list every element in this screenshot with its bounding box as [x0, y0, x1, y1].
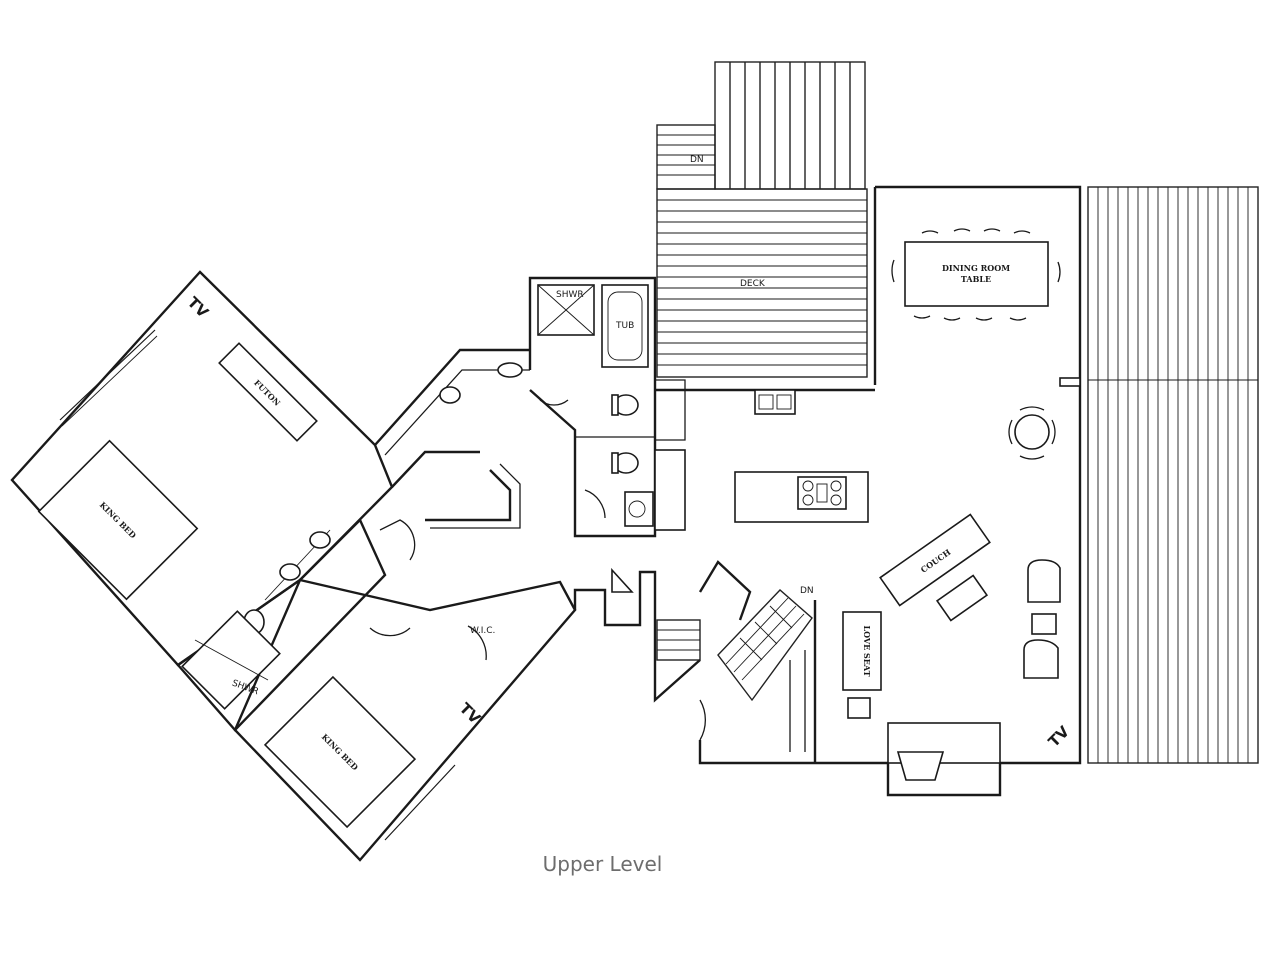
- end-table: [847, 697, 871, 719]
- stairway: DN: [656, 560, 817, 763]
- top-bedroom: FUTON KING BED TV: [10, 270, 394, 667]
- sink-top-vanity: [497, 362, 523, 378]
- armchair-1: [1027, 559, 1061, 603]
- hall-door-swing: [379, 519, 416, 561]
- chimney-flue: [611, 567, 634, 593]
- bedroom-window-bottom: [384, 764, 456, 841]
- armchair-2: [1023, 639, 1059, 679]
- stair-wall-top: [698, 560, 752, 621]
- hallway-walls: [425, 469, 512, 522]
- corridor-wall-lower: [391, 450, 480, 488]
- central-baths: SHWR TUB: [528, 276, 657, 538]
- sink-corner: [439, 386, 461, 404]
- corridor-wall-upper-inner: [384, 369, 530, 456]
- couch: COUCH: [879, 513, 991, 607]
- bottom-bedroom: KING BED TV W.I.C.: [233, 578, 577, 862]
- tv-bottom-bedroom: TV: [456, 699, 484, 727]
- tv-living: TV: [1045, 722, 1073, 750]
- king-bed-bottom: KING BED: [263, 675, 417, 829]
- deck-main-boards: [657, 199, 867, 366]
- sink-bath-1: [279, 563, 301, 581]
- bedroom-window: [59, 329, 156, 421]
- king-bed-top: KING BED: [37, 439, 199, 601]
- deck-right-boards: [1088, 187, 1258, 763]
- stair-core-wall: [573, 570, 701, 703]
- kitchen-sink: [754, 389, 796, 415]
- master-bath-walls: [176, 517, 387, 732]
- love-seat-label: LOVE SEAT: [862, 625, 872, 676]
- stair-treads: [717, 589, 813, 702]
- closet-door-swing: [467, 625, 487, 661]
- fireplace: [896, 751, 945, 781]
- corridor-wall-upper: [374, 348, 530, 446]
- bath-door-swing: [539, 399, 569, 406]
- love-seat: [842, 611, 882, 691]
- shower-top-label: SHWR: [556, 290, 584, 300]
- tub: [601, 284, 649, 368]
- top-bedroom-walls: [10, 270, 394, 667]
- floor-caption: Upper Level: [542, 852, 663, 876]
- deck-label: DECK: [740, 279, 766, 289]
- door-east: [1059, 377, 1081, 387]
- deck-stair-boards: [729, 62, 851, 189]
- sink-bath-2: [309, 531, 331, 549]
- dining-table-label-1: DINING ROOM: [942, 263, 1010, 273]
- round-table-chairs: [1008, 406, 1056, 460]
- dining-chairs: [891, 228, 1061, 321]
- stair-door-swing: [699, 699, 707, 741]
- kitchen-counter: [654, 449, 686, 531]
- dining-room-table: [904, 241, 1049, 307]
- deck: DN DECK: [656, 61, 1259, 764]
- futon: FUTON: [218, 342, 318, 442]
- deck-main: [656, 188, 868, 378]
- cooktop: [797, 476, 847, 510]
- master-bath: SHWR: [176, 517, 387, 732]
- dining-table-label-2: TABLE: [961, 274, 991, 284]
- deck-dn-label: DN: [690, 155, 704, 165]
- side-table: [1031, 613, 1057, 635]
- walk-in-closet-label: W.I.C.: [470, 626, 495, 636]
- coffee-table: [935, 574, 989, 622]
- tv-top-bedroom: TV: [184, 293, 212, 321]
- round-table: [1014, 414, 1050, 450]
- half-bath-door-swing: [584, 489, 606, 519]
- deck-right: [1087, 186, 1259, 764]
- great-room: DINING ROOM TABLE COUCH LOVE SEAT: [654, 185, 1082, 797]
- stairs-dn-label: DN: [800, 586, 814, 596]
- bedroom-door-swing: [369, 627, 411, 637]
- tub-label: TUB: [615, 321, 634, 331]
- sink-half-bath: [624, 491, 654, 527]
